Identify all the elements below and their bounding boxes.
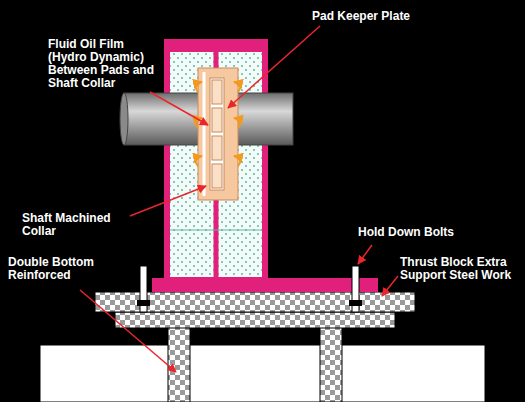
part-label: Pad Keeper Plate xyxy=(312,10,512,23)
part-label: Shaft Machined Collar xyxy=(22,212,132,238)
part-label: Double Bottom Reinforced xyxy=(8,256,108,282)
part-label: Hold Down Bolts xyxy=(358,226,518,239)
part-label: Fluid Oil Film (Hydro Dynamic) Between P… xyxy=(48,38,160,90)
part-label: Thrust Block Extra Support Steel Work xyxy=(400,256,518,282)
